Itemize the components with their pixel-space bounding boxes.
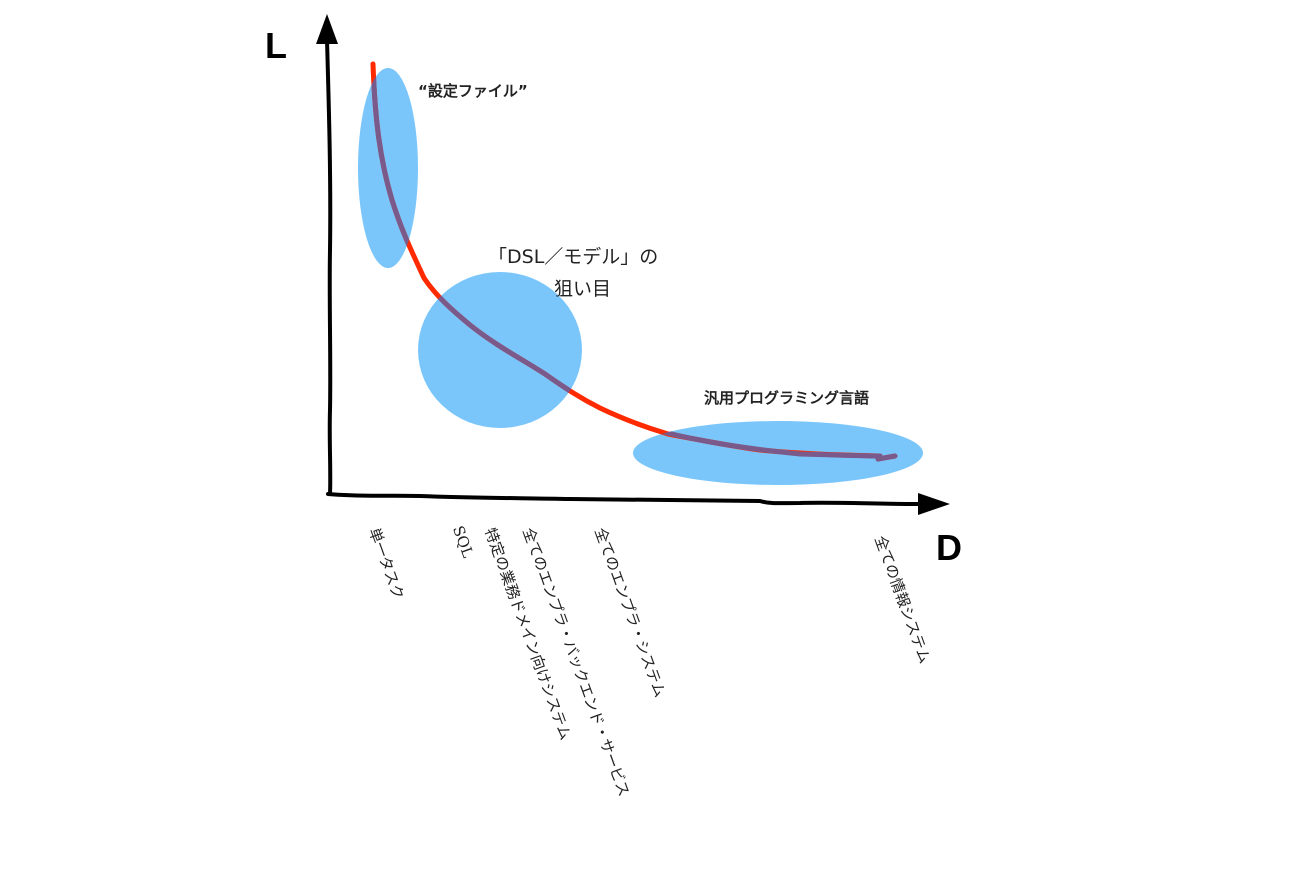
config-region-label: “設定ファイル” (418, 82, 528, 100)
x-axis-arrowhead (918, 493, 950, 515)
x-axis-label: D (936, 527, 962, 568)
x-axis-line (326, 492, 922, 506)
y-axis-label: L (265, 25, 287, 66)
gpl-region-label: 汎用プログラミング言語 (704, 389, 870, 407)
dsl-region-circle (418, 272, 582, 428)
dsl-region-label-line2: 狙い目 (554, 278, 612, 300)
y-axis-arrowhead (316, 14, 338, 44)
config-region-ellipse (358, 68, 418, 268)
dsl-region-label-line1: 「DSL／モデル」の (488, 246, 659, 268)
y-axis-line (325, 38, 333, 496)
